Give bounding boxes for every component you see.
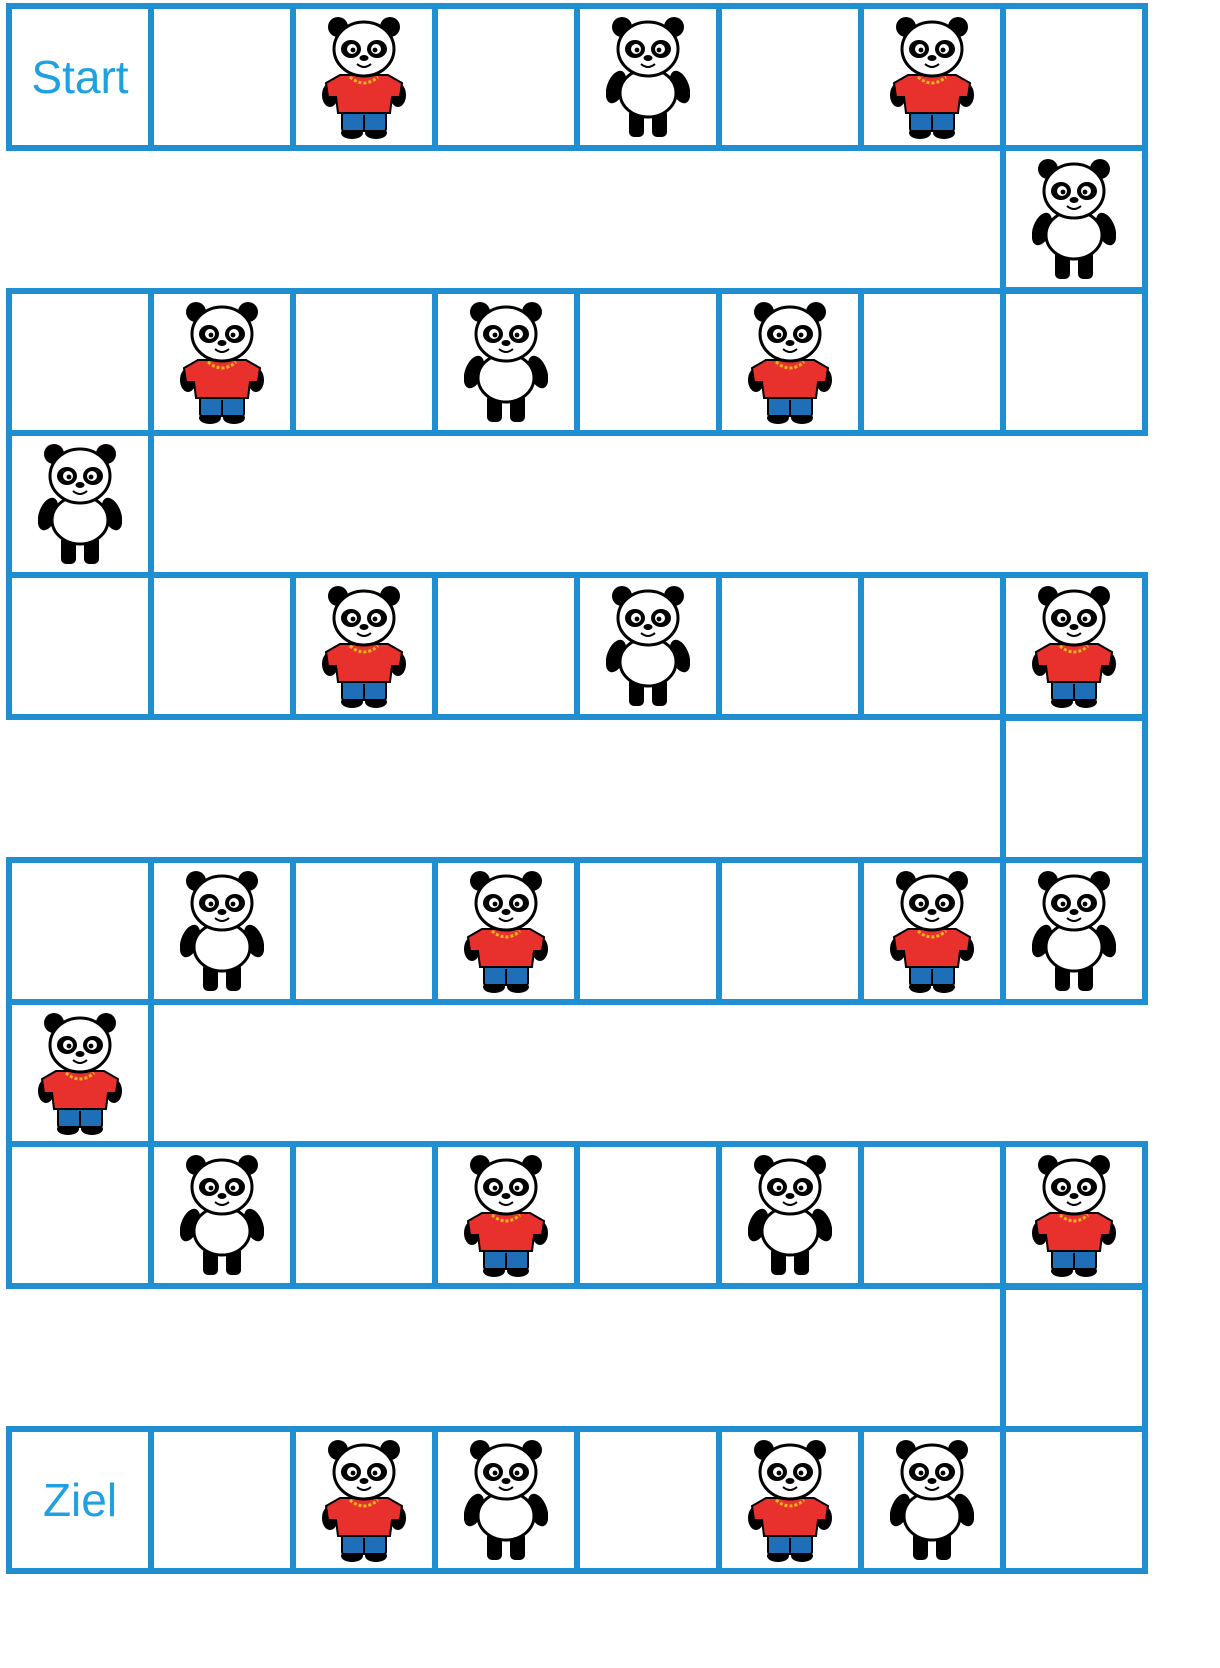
panda-icon [748, 1153, 832, 1277]
board-field [1000, 715, 1148, 863]
board-field [1000, 145, 1148, 293]
board-field [1000, 288, 1148, 436]
board-field [858, 1426, 1006, 1574]
board-field [290, 572, 438, 720]
board-field [1000, 572, 1148, 720]
panda-shirt-icon [322, 584, 406, 708]
board-field [716, 857, 864, 1005]
panda-icon [890, 1438, 974, 1562]
board-field [290, 1426, 438, 1574]
board-field [432, 857, 580, 1005]
panda-shirt-icon [1032, 1153, 1116, 1277]
panda-shirt-icon [890, 15, 974, 139]
board-field [574, 3, 722, 151]
board-field [574, 288, 722, 436]
panda-icon [1032, 157, 1116, 281]
board-field [858, 857, 1006, 1005]
panda-shirt-icon [180, 300, 264, 424]
board-field [716, 1426, 864, 1574]
panda-shirt-icon [322, 1438, 406, 1562]
panda-shirt-icon [748, 300, 832, 424]
board-field [432, 1426, 580, 1574]
board-field [6, 999, 154, 1147]
board-field [716, 572, 864, 720]
board-field [432, 572, 580, 720]
board-field [148, 1141, 296, 1289]
board-field [432, 288, 580, 436]
board-field [1000, 3, 1148, 151]
board-field [432, 1141, 580, 1289]
panda-shirt-icon [890, 869, 974, 993]
board-field [858, 1141, 1006, 1289]
board-field [432, 3, 580, 151]
board-field [148, 3, 296, 151]
board-field [148, 857, 296, 1005]
panda-shirt-icon [322, 15, 406, 139]
board-field [574, 572, 722, 720]
board-field [1000, 1426, 1148, 1574]
board-field [574, 1426, 722, 1574]
board-field [290, 857, 438, 1005]
board-field [1000, 1284, 1148, 1432]
board-field [6, 572, 154, 720]
board-field [574, 1141, 722, 1289]
board-field [858, 288, 1006, 436]
board-field [716, 1141, 864, 1289]
panda-icon [464, 1438, 548, 1562]
board-field [716, 3, 864, 151]
board-field [148, 572, 296, 720]
goal-field: Ziel [6, 1426, 154, 1574]
panda-shirt-icon [464, 1153, 548, 1277]
start-field: Start [6, 3, 154, 151]
panda-icon [1032, 869, 1116, 993]
board-field [858, 3, 1006, 151]
panda-shirt-icon [1032, 584, 1116, 708]
panda-icon [606, 15, 690, 139]
panda-shirt-icon [464, 869, 548, 993]
board-field [6, 430, 154, 578]
board-field [148, 288, 296, 436]
panda-icon [464, 300, 548, 424]
board-field [290, 3, 438, 151]
board-field [6, 1141, 154, 1289]
board-field [716, 288, 864, 436]
panda-icon [606, 584, 690, 708]
board-field [1000, 1141, 1148, 1289]
panda-icon [180, 1153, 264, 1277]
panda-icon [180, 869, 264, 993]
board-field [6, 857, 154, 1005]
panda-shirt-icon [38, 1011, 122, 1135]
goal-label: Ziel [12, 1473, 148, 1527]
board-field [290, 1141, 438, 1289]
board-field [858, 572, 1006, 720]
board-field [6, 288, 154, 436]
panda-icon [38, 442, 122, 566]
board-field [574, 857, 722, 1005]
board-field [290, 288, 438, 436]
board-field [148, 1426, 296, 1574]
board-field [1000, 857, 1148, 1005]
start-label: Start [12, 50, 148, 104]
panda-shirt-icon [748, 1438, 832, 1562]
